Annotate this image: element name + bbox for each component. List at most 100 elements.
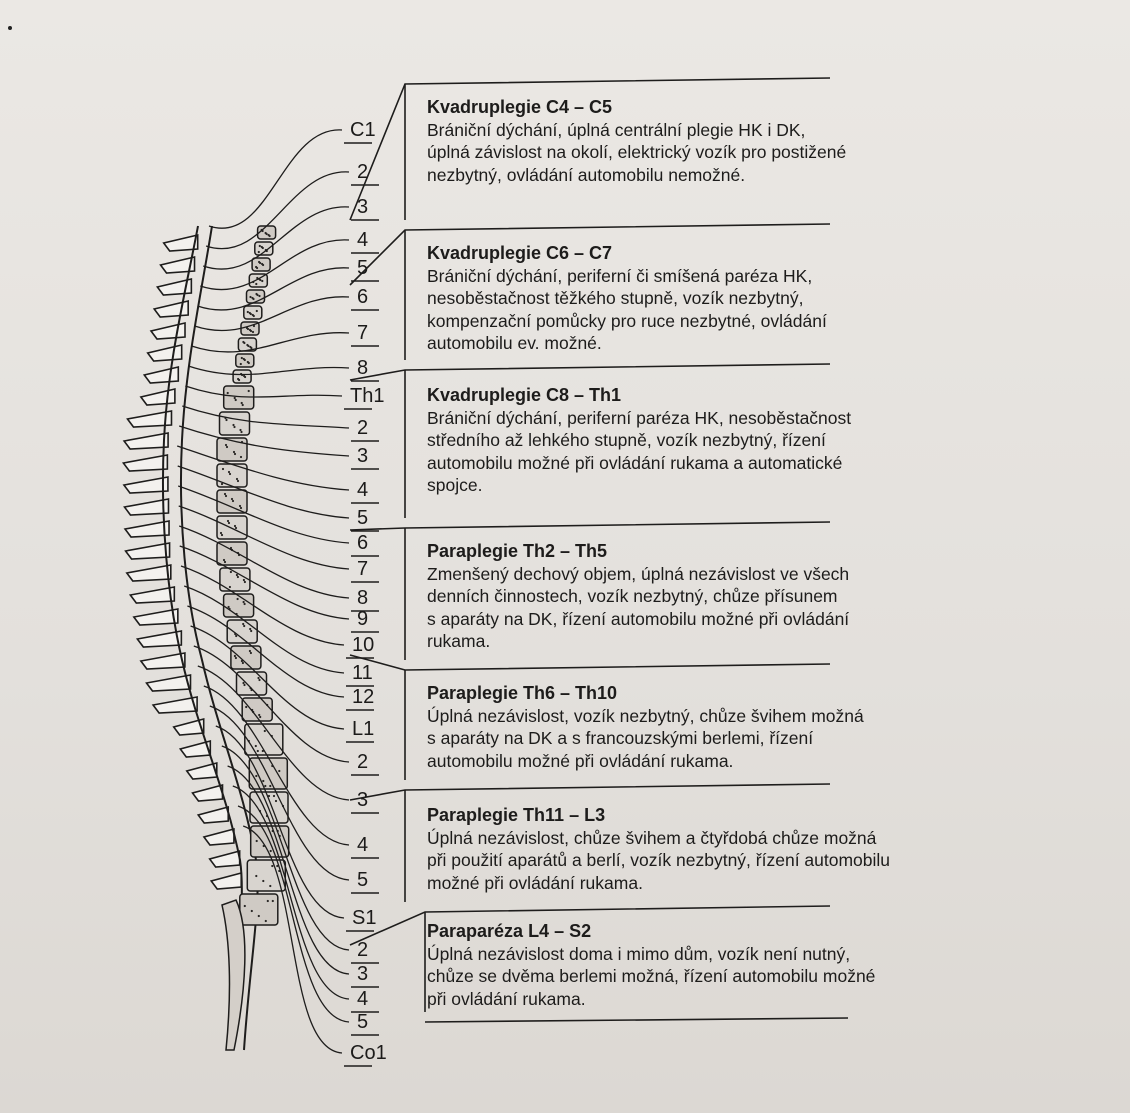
bone-speckle (273, 795, 275, 797)
block-text: Úplná nezávislost doma i mimo dům, vozík… (427, 943, 1067, 1011)
spinous-process (198, 807, 228, 823)
bone-speckle (255, 745, 257, 747)
bone-speckle (240, 363, 242, 365)
segment-label: Th1 (350, 386, 384, 406)
bone-speckle (258, 295, 260, 297)
vertebral-body (255, 242, 273, 255)
bone-speckle (240, 507, 242, 509)
vertebral-body (233, 370, 251, 383)
bone-speckle (262, 264, 264, 266)
bone-speckle (232, 424, 234, 426)
segment-label: 9 (357, 609, 368, 629)
bracket-line (350, 522, 830, 530)
segment-label: 2 (357, 752, 368, 772)
bone-speckle (255, 283, 257, 285)
block-text: Zmenšený dechový objem, úplná nezávislos… (427, 563, 1067, 653)
vertebral-body (224, 594, 254, 617)
bone-speckle (233, 426, 235, 428)
spinous-process (144, 367, 178, 383)
bone-speckle (235, 399, 237, 401)
info-block-l4-s2: Paraparéza L4 – S2 Úplná nezávislost dom… (427, 920, 1067, 1010)
bone-speckle (249, 628, 251, 630)
segment-label: L1 (352, 719, 374, 739)
segment-label: 2 (357, 418, 368, 438)
bone-speckle (234, 397, 236, 399)
segment-label: 5 (357, 258, 368, 278)
segment-label: 2 (357, 940, 368, 960)
block-text: Brániční dýchání, periferní paréza HK, n… (427, 407, 1067, 497)
bone-speckle (257, 677, 259, 679)
bone-speckle (243, 579, 245, 581)
bone-speckle (250, 347, 252, 349)
bone-speckle (267, 900, 269, 902)
nerve-root (179, 526, 349, 598)
spinous-process (147, 675, 191, 691)
nerve-root (188, 366, 349, 375)
bone-speckle (224, 561, 226, 563)
nerve-root (180, 546, 349, 619)
bone-speckle (255, 775, 257, 777)
bone-speckle (236, 574, 238, 576)
bone-speckle (240, 431, 242, 433)
bone-speckle (278, 770, 280, 772)
segment-label: 5 (357, 1012, 368, 1032)
bracket-line (350, 364, 830, 380)
segment-label: 3 (357, 964, 368, 984)
bone-speckle (259, 716, 261, 718)
bone-speckle (224, 493, 226, 495)
spinous-process (148, 345, 182, 361)
bone-speckle (245, 706, 247, 708)
bone-speckle (227, 392, 229, 394)
nerve-root (209, 130, 342, 228)
info-block-th11-l3: Paraplegie Th11 – L3 Úplná nezávislost, … (427, 804, 1067, 894)
spinous-process (127, 565, 171, 581)
segment-label: 3 (357, 790, 368, 810)
bone-speckle (265, 920, 267, 922)
bone-speckle (228, 471, 230, 473)
bone-speckle (247, 345, 249, 347)
spinous-process (204, 829, 234, 845)
info-block-th6-th10: Paraplegie Th6 – Th10 Úplná nezávislost,… (427, 682, 1067, 772)
bone-speckle (257, 750, 259, 752)
bone-speckle (247, 311, 249, 313)
segment-label: 5 (357, 870, 368, 890)
bone-speckle (222, 468, 224, 470)
bone-speckle (270, 850, 272, 852)
vertebral-body (258, 226, 276, 239)
info-block-th2-th5: Paraplegie Th2 – Th5 Zmenšený dechový ob… (427, 540, 1067, 653)
bone-speckle (258, 679, 260, 681)
spinous-process (151, 323, 185, 339)
bone-speckle (261, 280, 263, 282)
bone-speckle (259, 279, 261, 281)
vertebral-body (220, 412, 250, 435)
block-text: Úplná nezávislost, vozík nezbytný, chůze… (427, 705, 1067, 773)
nerve-root (206, 172, 349, 249)
bone-speckle (243, 342, 245, 344)
nerve-root (182, 406, 349, 428)
bone-speckle (269, 785, 271, 787)
segment-label: 7 (357, 559, 368, 579)
bone-speckle (242, 623, 244, 625)
vertebral-body (247, 860, 285, 891)
bone-speckle (250, 330, 252, 332)
bone-speckle (241, 357, 243, 359)
segment-label: 2 (357, 162, 368, 182)
bone-speckle (250, 652, 252, 654)
bracket-line (350, 655, 830, 670)
spinous-process (210, 851, 240, 867)
vertebral-body (217, 542, 247, 565)
segment-label: 4 (357, 230, 368, 250)
bone-speckle (221, 534, 223, 536)
bone-speckle (255, 875, 257, 877)
bone-speckle (244, 359, 246, 361)
bone-speckle (275, 800, 277, 802)
block-title: Kvadruplegie C6 – C7 (427, 242, 1067, 265)
bone-speckle (240, 456, 242, 458)
bone-speckle (234, 453, 236, 455)
bone-speckle (242, 662, 244, 664)
segment-label: 10 (352, 635, 374, 655)
vertebral-body (227, 620, 257, 643)
bone-speckle (235, 635, 237, 637)
segment-label: 6 (357, 533, 368, 553)
